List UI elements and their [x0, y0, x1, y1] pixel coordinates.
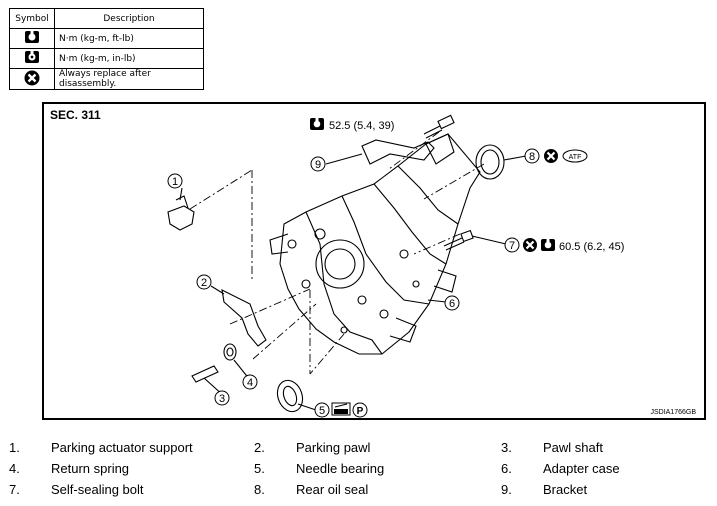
replace-x-icon [24, 70, 40, 85]
part-name: Adapter case [543, 461, 620, 476]
needle-bearing-drawing [276, 379, 304, 413]
part-name: Pawl shaft [543, 440, 603, 455]
callout-5: 5 [314, 402, 330, 418]
legend-symbol-cell [9, 48, 55, 69]
self-sealing-bolt-drawing [443, 229, 474, 251]
part-number: 4. [9, 461, 20, 476]
svg-text:ATF: ATF [569, 154, 582, 161]
svg-text:3: 3 [219, 393, 225, 405]
legend-description: N·m (kg-m, in-lb) [54, 48, 204, 69]
exploded-diagram: SEC. 311 [42, 102, 706, 420]
grease-icon [331, 402, 351, 416]
part-number: 6. [501, 461, 512, 476]
leader-lines [189, 131, 485, 375]
svg-text:52.5 (5.4, 39): 52.5 (5.4, 39) [329, 120, 394, 132]
top-bolt-drawing [423, 114, 455, 139]
petroleum-jelly-badge: P [352, 402, 368, 418]
part-name: Bracket [543, 482, 588, 497]
parking-actuator-support-drawing [167, 195, 195, 231]
part-name: Needle bearing [296, 461, 385, 476]
part-number: 9. [501, 482, 512, 497]
part-name: Parking actuator support [51, 440, 193, 455]
torque-spec-top: 52.5 (5.4, 39) [310, 118, 394, 132]
section-label: SEC. 311 [50, 108, 101, 122]
svg-text:5: 5 [319, 405, 325, 417]
part-number: 2. [254, 440, 265, 455]
callout-4: 4 [242, 374, 258, 390]
replace-x-icon [523, 238, 537, 252]
callout-7: 7 [504, 237, 520, 253]
diagram-canvas: 1 2 3 4 5 6 7 8 9 52.5 (5.4, 39) ATF [167, 114, 624, 418]
part-number: 1. [9, 440, 20, 455]
callout-9: 9 [310, 156, 326, 172]
part-number: 3. [501, 440, 512, 455]
rear-oil-seal-drawing [475, 144, 505, 180]
parking-pawl-drawing [221, 289, 267, 347]
diagram-code: JSDIA1766GB [650, 409, 696, 416]
svg-text:2: 2 [201, 277, 207, 289]
callout-1: 1 [167, 173, 183, 189]
torque-wrench-icon [541, 239, 555, 251]
part-name: Parking pawl [296, 440, 371, 455]
part-name: Self-sealing bolt [51, 482, 144, 497]
callout-3: 3 [214, 390, 230, 406]
replace-x-icon [544, 149, 558, 163]
pawl-shaft-drawing [191, 365, 219, 383]
torque-spec-right: 60.5 (6.2, 45) [559, 241, 624, 253]
part-name: Rear oil seal [296, 482, 369, 497]
callout-8: 8 [524, 148, 540, 164]
svg-text:7: 7 [509, 240, 515, 252]
callout-6: 6 [444, 295, 460, 311]
legend-description: Always replace after disassembly. [54, 68, 204, 90]
legend-header-description: Description [54, 8, 204, 29]
legend-description: N·m (kg-m, ft-lb) [54, 28, 204, 49]
atf-badge: ATF [562, 149, 588, 163]
symbol-legend-table: Symbol Description N·m (kg-m, ft-lb) N·m… [9, 8, 204, 90]
legend-symbol-cell [9, 68, 55, 90]
svg-text:9: 9 [315, 159, 321, 171]
part-number: 7. [9, 482, 20, 497]
svg-text:8: 8 [529, 151, 535, 163]
part-number: 8. [254, 482, 265, 497]
legend-header-symbol: Symbol [9, 8, 55, 29]
adapter-case-drawing [269, 133, 481, 355]
svg-text:1: 1 [172, 176, 178, 188]
torque-wrench-icon [310, 118, 324, 130]
bracket-drawing [361, 139, 435, 165]
svg-text:6: 6 [449, 298, 455, 310]
torque-wrench-inlb-icon [25, 51, 39, 63]
part-name: Return spring [51, 461, 130, 476]
svg-text:4: 4 [247, 377, 253, 389]
legend-symbol-cell [9, 28, 55, 49]
part-number: 5. [254, 461, 265, 476]
callout-2: 2 [196, 274, 212, 290]
torque-wrench-icon [25, 31, 39, 43]
callouts: 1 2 3 4 5 6 7 8 9 [167, 148, 540, 418]
svg-text:P: P [357, 406, 364, 417]
return-spring-drawing [223, 343, 237, 361]
